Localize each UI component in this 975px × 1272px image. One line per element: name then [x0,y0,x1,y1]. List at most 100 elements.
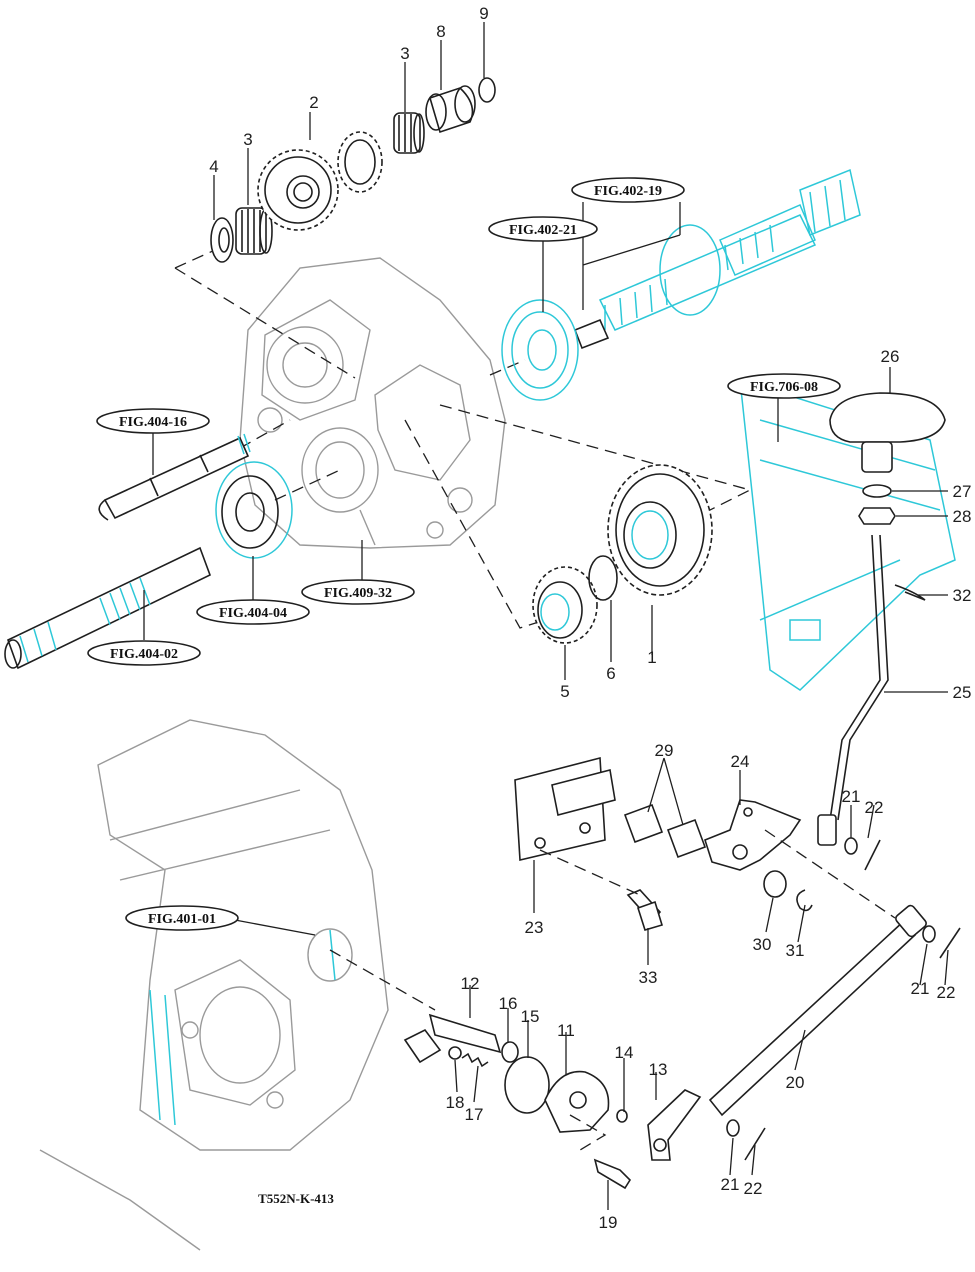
assembly-line [174,249,216,269]
gear-5 [532,566,598,644]
callout-number: 33 [639,968,658,987]
washer-30 [763,870,787,898]
bolt-33 [626,889,664,931]
callout-number: 13 [649,1060,668,1079]
assembly-line [489,359,526,376]
bearing-402-21 [501,299,579,401]
fig-ref-text: FIG.706-08 [750,380,818,395]
callout-number: 18 [446,1093,465,1112]
housing-401-01 [39,719,389,1251]
callout-number: 6 [606,664,615,683]
transmission-case [239,257,506,549]
assembly-line [174,267,356,379]
pin-22 [744,1127,766,1161]
fig-ref-404-16 [96,408,210,434]
fig-ref-text: FIG.402-21 [509,223,577,238]
callout-number: 14 [615,1043,634,1062]
leader-lines [213,22,949,1210]
needle-bearing-3-upper [393,112,425,154]
callout-number: 15 [521,1007,540,1026]
double-gear-2 [257,131,383,231]
callout-number: 27 [953,482,972,501]
assembly-line [569,1114,607,1151]
washer-21 [726,1119,740,1137]
clip-32 [894,584,926,601]
nut-28 [858,507,896,525]
bolt-19 [593,1158,632,1190]
snap-ring-6 [588,555,618,601]
assembly-line [329,949,436,1011]
spring-17 [461,1052,489,1068]
fig-ref-text: FIG.409-32 [324,586,392,601]
callout-numbers: 1 2 3 3 4 5 6 8 9 11 12 13 14 15 16 17 1… [209,4,971,1232]
fig-ref-text: FIG.402-19 [594,184,662,199]
assembly-line [539,849,641,896]
callout-number: 11 [557,1021,575,1040]
fig-ref-404-02 [87,640,201,666]
shaft-404-16 [98,433,251,521]
pin-22 [939,927,961,959]
cover-11 [544,1070,610,1133]
fig-ref-706-08 [727,373,841,399]
washer-4 [210,217,234,263]
callout-number: 19 [599,1213,618,1232]
fig-ref-text: FIG.404-16 [119,415,187,430]
fig-ref-text: FIG.401-01 [148,912,216,927]
callout-number: 16 [499,994,518,1013]
callout-number: 24 [731,752,750,771]
callout-number: 17 [465,1105,484,1124]
o-ring-16 [501,1041,519,1063]
callout-number: 26 [881,347,900,366]
shaft-12 [403,1013,502,1064]
fig-ref-text: FIG.404-02 [110,647,178,662]
shaft-23 [551,769,616,816]
rod-25 [817,534,889,846]
o-ring-15 [504,1056,550,1114]
callout-number: 12 [461,974,480,993]
ball-18 [448,1046,462,1060]
clip-31 [796,889,813,912]
callout-number: 30 [753,935,772,954]
callout-number: 2 [309,93,318,112]
arm-13 [647,1089,702,1161]
rod-20 [708,904,927,1117]
callout-number: 1 [647,648,656,667]
callout-number: 25 [953,683,972,702]
figure-ref-leaders [143,202,779,936]
callout-number: 3 [400,44,409,63]
callout-number: 8 [436,22,445,41]
fig-ref-text: FIG.404-04 [219,606,287,621]
callout-number: 3 [243,130,252,149]
callout-number: 20 [786,1073,805,1092]
fig-ref-409-32 [301,579,415,605]
bushings-29 [623,803,707,859]
callout-number: 21 [842,787,861,806]
shaft-404-02 [4,546,212,670]
assembly-line [404,419,546,629]
pin-14 [616,1109,628,1123]
drawing-number: T552N-K-413 [258,1191,334,1206]
pin-22 [864,839,881,871]
callout-number: 22 [865,798,884,817]
collar-8 [425,85,476,134]
callout-number: 22 [937,983,956,1002]
figure-ref-labels: FIG.402-19 FIG.402-21 FIG.706-08 FIG.404… [87,177,841,931]
washer-27 [862,484,892,498]
bearing-404-04 [215,461,293,559]
assembly-line [274,469,341,501]
callout-number: 21 [721,1175,740,1194]
knob-26 [829,392,946,473]
fig-ref-402-19 [571,177,685,203]
callout-number: 31 [786,941,805,960]
fig-ref-404-04 [196,599,310,625]
bracket-706-08 [739,378,956,691]
callout-number: 28 [953,507,972,526]
main-shaft [573,168,861,350]
callout-number: 23 [525,918,544,937]
callout-number: 32 [953,586,972,605]
callout-number: 29 [655,741,674,760]
callout-number: 9 [479,4,488,23]
assembly-line [764,829,896,919]
callout-number: 21 [911,979,930,998]
